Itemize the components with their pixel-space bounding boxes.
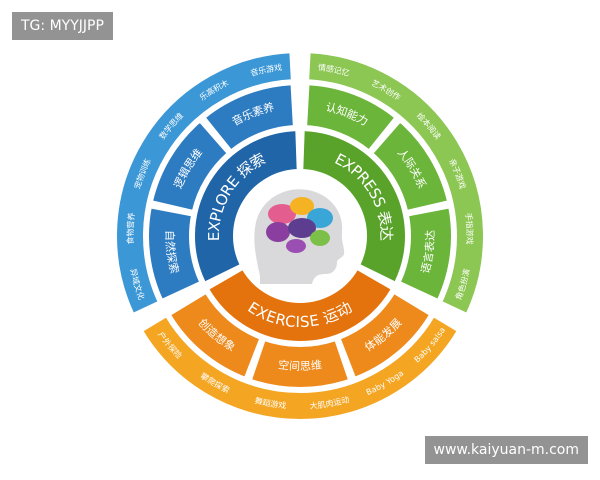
explore-inner-segment — [203, 83, 295, 152]
exercise-inner-segment — [338, 291, 432, 380]
exercise-outer-band — [140, 314, 460, 421]
category-ring — [193, 129, 407, 343]
express-outer-label: 手指游戏 — [464, 212, 476, 245]
express-category-segment — [301, 129, 407, 284]
inner-ring — [147, 83, 453, 389]
express-inner-segment — [305, 83, 397, 152]
exercise-category-segment — [206, 267, 394, 343]
express-inner-segment — [371, 120, 450, 213]
watermark-bottom: www.kaiyuan-m.com — [424, 436, 588, 464]
center-disc — [236, 172, 364, 300]
watermark-top: TG: MYYJJPP — [12, 12, 113, 40]
express-inner-segment — [398, 206, 453, 302]
exercise-inner-segment — [249, 338, 351, 389]
brain-head-icon — [254, 189, 345, 284]
explore-category-segment — [193, 129, 299, 284]
exercise-inner-label: 空间思维 — [277, 357, 322, 373]
explore-inner-segment — [147, 206, 202, 302]
express-outer-band — [307, 51, 485, 316]
explore-outer-band — [115, 51, 293, 316]
outer-ring — [115, 51, 485, 421]
explore-outer-label: 食物营养 — [124, 212, 136, 245]
exercise-inner-segment — [168, 291, 262, 380]
explore-inner-segment — [150, 120, 229, 213]
